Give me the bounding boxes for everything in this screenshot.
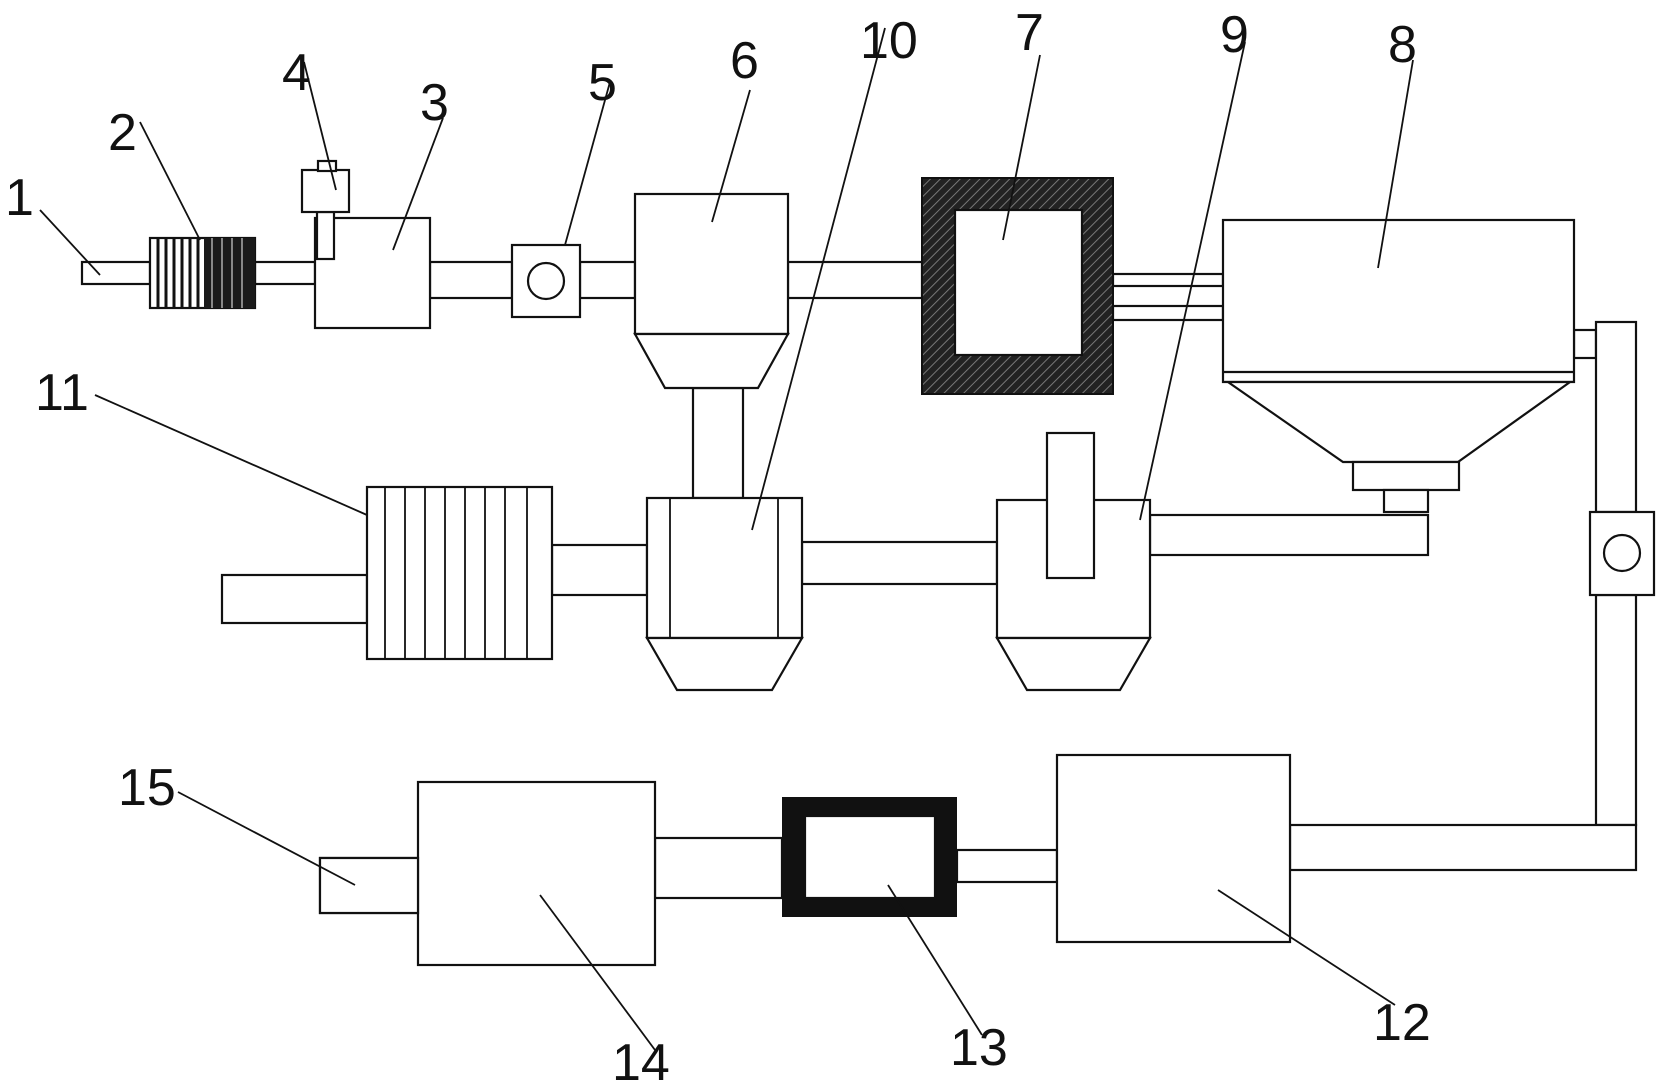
- callout-labels: 1 2 4 3 5 6 10 7 9 8 11 15 14 13 12: [5, 4, 1431, 1090]
- component-15-outlet: [318, 856, 420, 915]
- pipe-9-8: [1148, 513, 1430, 557]
- component-2-filter: [148, 236, 257, 310]
- pipe-11-outlet: [220, 573, 369, 625]
- label-1: 1: [5, 169, 34, 227]
- pipe-11-10: [550, 543, 649, 597]
- component-4-cap: [316, 159, 338, 173]
- pipe-6-10: [691, 386, 745, 500]
- pipe-right-bottom: [1288, 823, 1638, 872]
- component-11-cooler: [365, 485, 554, 661]
- label-15: 15: [118, 759, 176, 817]
- components: [80, 159, 1656, 967]
- pipe-14-13: [653, 836, 784, 900]
- label-2: 2: [108, 104, 137, 162]
- pipe-8-right-stub: [1572, 328, 1598, 360]
- component-9-separator: [995, 431, 1152, 692]
- label-11: 11: [35, 364, 89, 422]
- component-6-cyclone: [633, 192, 790, 390]
- label-9: 9: [1220, 6, 1249, 64]
- pipes: [220, 260, 1638, 915]
- pipe-5-6: [578, 260, 637, 300]
- pipe-2-3: [253, 260, 317, 286]
- pipe-right-upper: [1594, 320, 1638, 514]
- pipe-3-5: [428, 260, 514, 300]
- leader-lines: [39, 27, 1414, 1051]
- label-8: 8: [1388, 16, 1417, 74]
- label-6: 6: [730, 32, 759, 90]
- component-12-unit: [1055, 753, 1292, 944]
- component-14-unit: [416, 780, 657, 967]
- label-10: 10: [860, 12, 918, 70]
- pipe-13-12: [955, 848, 1059, 884]
- pipe-7-8-lower: [1111, 304, 1225, 322]
- component-4-doser: [300, 168, 351, 214]
- label-5: 5: [588, 54, 617, 112]
- pipe-7-8-upper: [1111, 272, 1225, 288]
- component-7-heat-exchanger: [921, 177, 1114, 395]
- label-3: 3: [420, 74, 449, 132]
- component-13-filter: [782, 797, 957, 917]
- pipe-6-7: [786, 260, 924, 300]
- component-right-pump: [1588, 510, 1656, 597]
- component-10-separator: [645, 496, 804, 692]
- label-12: 12: [1373, 994, 1431, 1052]
- label-4: 4: [282, 44, 311, 102]
- pipe-right-lower: [1594, 593, 1638, 827]
- component-8-tank: [1221, 218, 1576, 514]
- label-7: 7: [1015, 4, 1044, 62]
- pipe-10-9: [800, 540, 999, 586]
- component-5-pump: [510, 243, 582, 319]
- label-14: 14: [612, 1034, 670, 1090]
- component-4-stem: [315, 210, 336, 261]
- label-13: 13: [950, 1019, 1008, 1077]
